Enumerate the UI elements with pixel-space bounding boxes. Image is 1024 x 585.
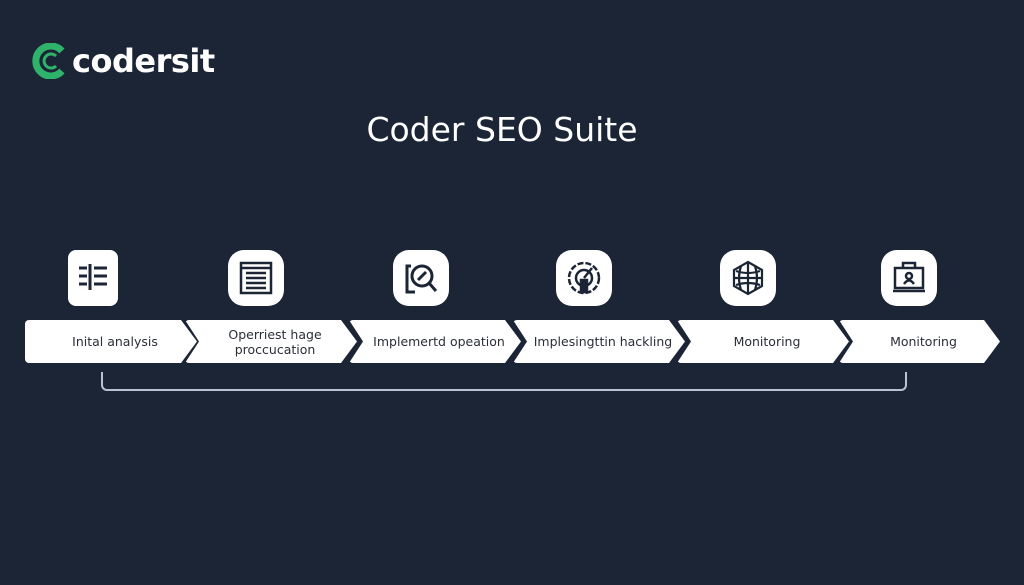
browser-page-icon [228,250,284,306]
gauge-icon [556,250,612,306]
brand-name: codersit [72,42,215,80]
step-label: Implesingttin hackling [533,334,673,349]
step-initial-analysis: Inital analysis [25,320,197,363]
step-monitoring-1: Monitoring [677,320,849,363]
globe-icon [720,250,776,306]
step-implementing-tracking: Implesingttin hackling [513,320,685,363]
step-page-production: Operriest hage proccucation [185,320,357,363]
step-label: Monitoring [890,334,957,349]
step-label: Monitoring [733,334,801,349]
step-label: Implemertd opeation [373,334,505,349]
brand-logo: codersit [32,42,215,80]
codersit-logo-icon [32,43,65,79]
feedback-loop-connector [101,372,907,391]
step-implemented-operation: Implemertd opeation [349,320,521,363]
page-title: Coder SEO Suite [366,110,638,149]
monitor-user-icon [881,250,937,306]
document-list-icon [68,250,118,306]
step-monitoring-2: Monitoring [839,320,1000,363]
magnifier-icon [393,250,449,306]
step-label: Operriest hage proccucation [228,326,322,357]
step-label: Inital analysis [72,334,158,349]
